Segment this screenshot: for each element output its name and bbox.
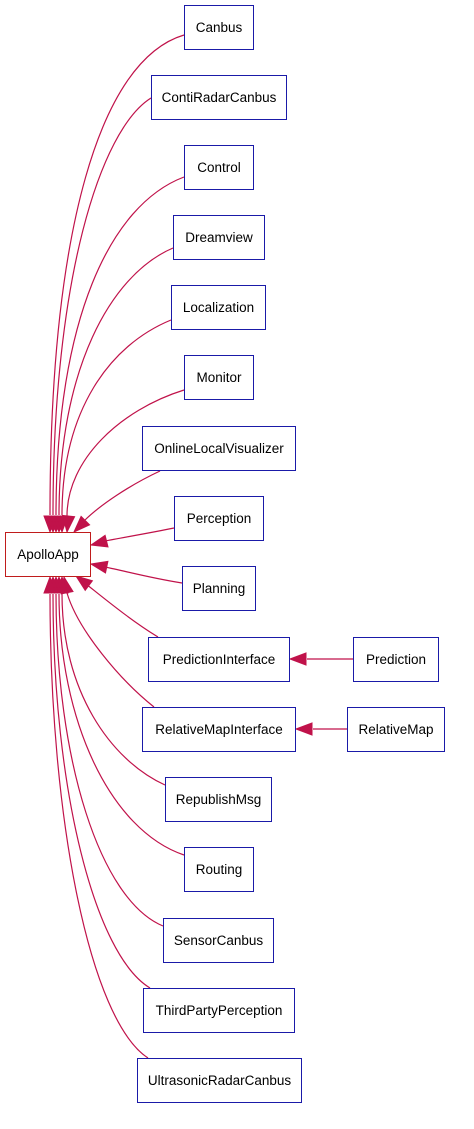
node-onlinelocalvisualizer[interactable]: OnlineLocalVisualizer (142, 426, 296, 471)
edge-routing-to-root (58, 593, 185, 856)
edge-canbus-to-root (49, 34, 185, 516)
edge-thirdpartyperception-to-root (52, 593, 151, 989)
edge-monitor-to-root (66, 389, 185, 517)
node-contiradarcanbus[interactable]: ContiRadarCanbus (151, 75, 287, 120)
edge-dreamview-to-root (58, 247, 174, 516)
node-prediction[interactable]: Prediction (353, 637, 439, 682)
node-routing[interactable]: Routing (184, 847, 254, 892)
edge-localization-to-root (61, 319, 172, 516)
edge-planning-to-root (104, 566, 183, 584)
node-perception[interactable]: Perception (174, 496, 264, 541)
edge-republishmsg-to-root (61, 593, 166, 786)
arrowhead-planning-to-root (89, 560, 109, 574)
node-relativemap[interactable]: RelativeMap (347, 707, 445, 752)
arrowhead-prediction-to-predictioninterface (288, 652, 307, 666)
arrowhead-onlinelocalvisualizer-to-root (72, 515, 91, 534)
arrowhead-relativemap-to-relativemapinterface (294, 722, 313, 736)
edge-onlinelocalvisualizer-to-root (83, 470, 161, 522)
node-dreamview[interactable]: Dreamview (173, 215, 265, 260)
edge-contiradarcanbus-to-root (52, 97, 152, 516)
node-ultrasonicradarcanbus[interactable]: UltrasonicRadarCanbus (137, 1058, 302, 1103)
node-planning[interactable]: Planning (182, 566, 256, 611)
node-apolloapp[interactable]: ApolloApp (5, 532, 91, 577)
node-relativemapinterface[interactable]: RelativeMapInterface (142, 707, 296, 752)
arrowhead-ultrasonicradarcanbus-to-root (43, 575, 57, 594)
arrowhead-perception-to-root (89, 534, 109, 548)
node-localization[interactable]: Localization (171, 285, 266, 330)
node-sensorcanbus[interactable]: SensorCanbus (163, 918, 274, 963)
node-canbus[interactable]: Canbus (184, 5, 254, 50)
node-control[interactable]: Control (184, 145, 254, 190)
node-thirdpartyperception[interactable]: ThirdPartyPerception (143, 988, 295, 1033)
edge-predictioninterface-to-root (85, 583, 159, 638)
edge-relativemapinterface-to-root (66, 592, 155, 708)
node-monitor[interactable]: Monitor (184, 355, 254, 400)
edge-sensorcanbus-to-root (55, 593, 164, 927)
edge-control-to-root (55, 176, 185, 516)
edge-ultrasonicradarcanbus-to-root (49, 593, 149, 1059)
node-republishmsg[interactable]: RepublishMsg (165, 777, 272, 822)
arrowhead-monitor-to-root (61, 514, 76, 534)
arrowhead-predictioninterface-to-root (74, 575, 94, 592)
edge-perception-to-root (104, 527, 175, 542)
node-predictioninterface[interactable]: PredictionInterface (148, 637, 290, 682)
